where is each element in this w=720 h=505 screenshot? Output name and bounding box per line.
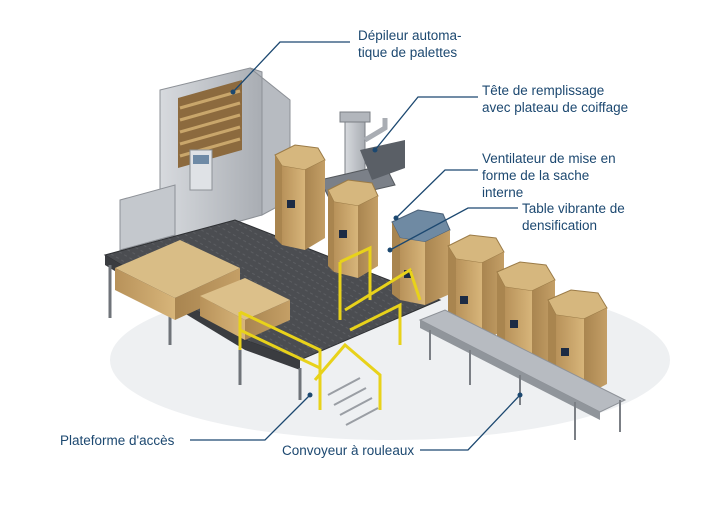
label-depalletizer: Dépileur automa- tique de palettes xyxy=(358,27,462,61)
label-fan: Ventilateur de mise en forme de la sache… xyxy=(482,150,616,201)
octabin-box xyxy=(327,179,379,278)
vibrating-table-box xyxy=(391,209,451,305)
label-line: Table vibrante de xyxy=(522,201,625,216)
label-line: forme de la sache xyxy=(482,168,590,183)
label-line: avec plateau de coiffage xyxy=(482,100,629,115)
label-line: Tête de remplissage xyxy=(482,83,605,98)
label-line: Dépileur automa- xyxy=(358,28,462,43)
label-line: Ventilateur de mise en xyxy=(482,151,616,166)
access-stairs xyxy=(327,377,379,426)
label-roller-conveyor: Convoyeur à rouleaux xyxy=(282,442,414,459)
label-line: interne xyxy=(482,185,524,200)
label-line: Plateforme d'accès xyxy=(60,433,175,448)
label-line: densification xyxy=(522,218,598,233)
label-access-platform: Plateforme d'accès xyxy=(60,432,174,449)
label-filling-head: Tête de remplissage avec plateau de coif… xyxy=(482,82,628,116)
octabin-box xyxy=(274,144,326,250)
octabin-box xyxy=(447,234,505,342)
label-line: Convoyeur à rouleaux xyxy=(282,443,415,458)
leader-lines xyxy=(190,41,521,451)
leader-dots xyxy=(230,89,523,398)
safety-railing xyxy=(238,245,422,410)
label-line: tique de palettes xyxy=(358,45,458,60)
pallet-destacker xyxy=(119,67,291,251)
roller-conveyor xyxy=(418,309,627,440)
stacked-cartons xyxy=(115,240,290,340)
label-vibrating-table: Table vibrante de densification xyxy=(522,200,625,234)
